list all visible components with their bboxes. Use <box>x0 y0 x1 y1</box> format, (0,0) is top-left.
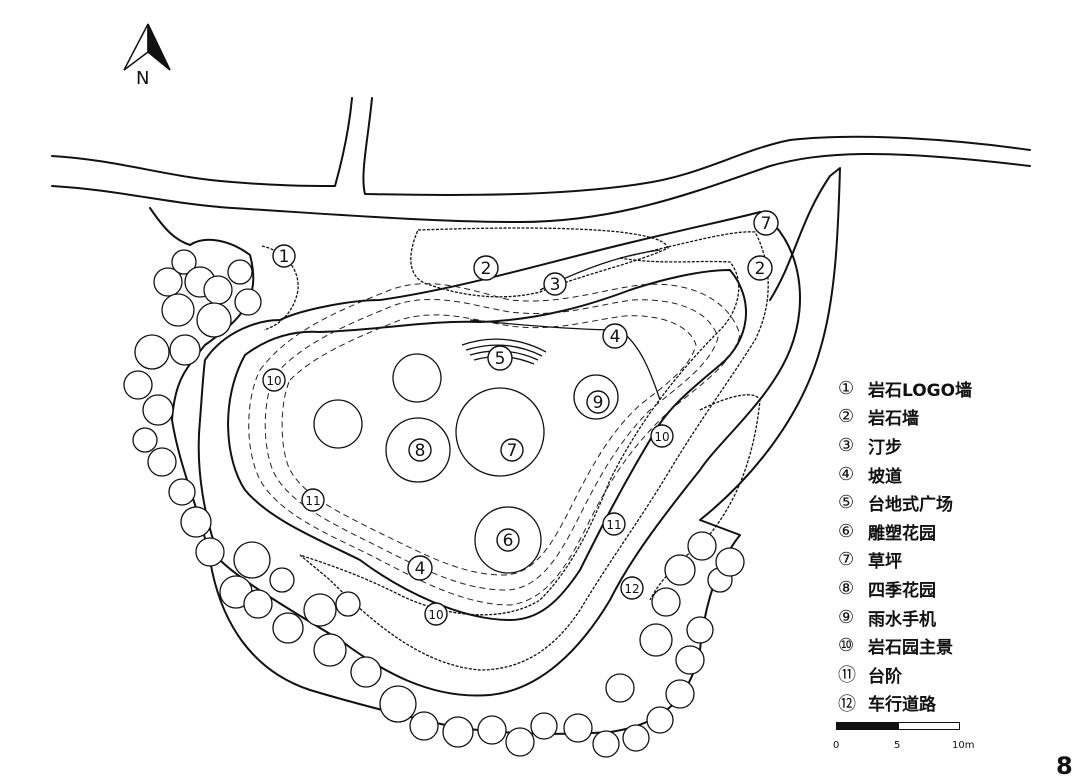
legend-number: ⑩ <box>838 635 855 657</box>
marker-m4a: 4 <box>602 323 628 349</box>
legend-label: 汀步 <box>868 437 902 458</box>
trees <box>123 249 745 758</box>
legend-number: ⑨ <box>838 606 855 628</box>
contour-lines <box>248 283 741 606</box>
legend-label: 雕塑花园 <box>868 523 936 544</box>
scale-bar: 0 5 10m <box>830 722 974 758</box>
marker-m1: 1 <box>272 244 296 268</box>
marker-number: 12 <box>624 582 639 596</box>
north-label: N <box>136 68 150 89</box>
marker-number: 1 <box>279 247 290 267</box>
rock-wall-east <box>299 231 769 671</box>
marker-m4b: 4 <box>407 555 433 581</box>
marker-m10a: 10 <box>262 368 286 392</box>
marker-m10b: 10 <box>650 424 674 448</box>
legend-item: ⑦ 草坪 <box>838 546 1038 575</box>
marker-number: 4 <box>415 559 426 579</box>
legend-label: 岩石园主景 <box>868 638 953 659</box>
legend-number: ⑦ <box>838 549 855 571</box>
marker-number: 3 <box>550 275 561 295</box>
page-number: 8 <box>1056 752 1073 780</box>
marker-number: 11 <box>606 518 621 532</box>
legend-item: ④ 坡道 <box>838 460 1038 489</box>
legend-item: ⑫ 车行道路 <box>838 689 1038 718</box>
marker-m10c: 10 <box>424 602 448 626</box>
marker-m7b: 7 <box>500 438 524 462</box>
legend-item: ① 岩石LOGO墙 <box>838 374 1038 403</box>
legend-number: ① <box>838 377 855 399</box>
marker-number: 10 <box>266 374 281 388</box>
rock-wall-north <box>410 227 669 298</box>
legend-label: 车行道路 <box>868 695 936 716</box>
legend-label: 草坪 <box>868 552 902 573</box>
legend-item: ⑥ 雕塑花园 <box>838 517 1038 546</box>
scale-tick: 5 <box>894 740 901 751</box>
legend-item: ② 岩石墙 <box>838 403 1038 432</box>
scale-bar-segment-empty <box>898 722 960 730</box>
scale-tick: 10m <box>952 740 975 751</box>
garden-circles <box>313 353 619 574</box>
legend-number: ⑧ <box>838 577 855 599</box>
north-arrow-icon <box>123 23 171 71</box>
marker-m11b: 11 <box>602 512 626 536</box>
legend-label: 岩石LOGO墙 <box>868 380 973 401</box>
scale-bar-segment-filled <box>836 722 898 730</box>
marker-number: 5 <box>495 349 506 369</box>
marker-m11a: 11 <box>301 488 325 512</box>
legend-item: ⑧ 四季花园 <box>838 574 1038 603</box>
legend-label: 坡道 <box>868 466 902 487</box>
legend-number: ② <box>838 406 855 428</box>
legend-label: 台地式广场 <box>868 495 953 516</box>
marker-number: 2 <box>755 259 766 279</box>
marker-number: 2 <box>481 259 492 279</box>
marker-m2b: 2 <box>747 255 773 281</box>
legend-number: ⑥ <box>838 520 855 542</box>
legend-label: 台阶 <box>868 666 902 687</box>
legend-item: ③ 汀步 <box>838 431 1038 460</box>
legend-label: 岩石墙 <box>868 409 919 430</box>
marker-m8: 8 <box>408 438 432 462</box>
marker-number: 10 <box>428 608 443 622</box>
legend-item: ⑪ 台阶 <box>838 660 1038 689</box>
legend-number: ⑪ <box>838 665 856 687</box>
marker-m6: 6 <box>496 528 520 552</box>
marker-m5: 5 <box>487 345 513 371</box>
legend-number: ⑫ <box>838 693 856 715</box>
marker-number: 10 <box>654 430 669 444</box>
marker-number: 11 <box>305 494 320 508</box>
marker-m12: 12 <box>620 576 644 600</box>
marker-number: 7 <box>761 214 772 234</box>
legend: ① 岩石LOGO墙 ② 岩石墙 ③ 汀步 ④ 坡道 ⑤ 台地式广场 ⑥ 雕塑花园 ⑦ 草坪 ⑧… <box>838 374 1038 717</box>
legend-number: ④ <box>838 463 855 485</box>
legend-number: ③ <box>838 434 855 456</box>
legend-label: 四季花园 <box>868 580 936 601</box>
legend-number: ⑤ <box>838 492 855 514</box>
marker-m2a: 2 <box>473 255 499 281</box>
marker-m7a: 7 <box>753 210 779 236</box>
legend-label: 雨水手机 <box>868 609 936 630</box>
marker-m3: 3 <box>543 272 567 296</box>
scale-tick: 0 <box>833 740 840 751</box>
marker-number: 6 <box>503 531 514 551</box>
marker-number: 8 <box>415 441 426 461</box>
legend-item: ⑤ 台地式广场 <box>838 488 1038 517</box>
marker-number: 4 <box>610 327 621 347</box>
marker-number: 9 <box>593 393 604 413</box>
legend-item: ⑨ 雨水手机 <box>838 603 1038 632</box>
marker-number: 7 <box>507 441 518 461</box>
main-road <box>51 97 1031 223</box>
legend-item: ⑩ 岩石园主景 <box>838 631 1038 660</box>
marker-m9: 9 <box>586 390 610 414</box>
